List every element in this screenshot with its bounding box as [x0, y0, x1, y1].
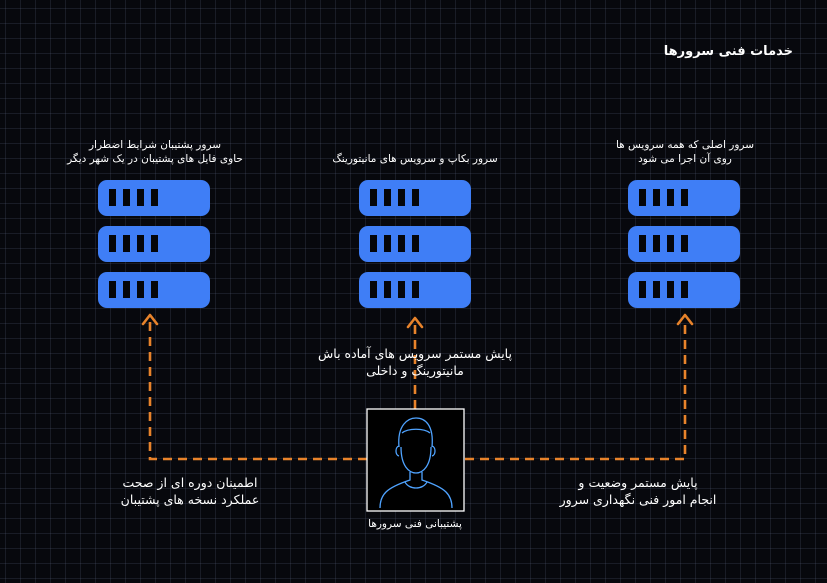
caption-line: سرور بکاپ و سرویس های مانیتورینگ: [332, 153, 498, 165]
arrow-up-icon: [676, 313, 694, 326]
label-line: پایش مستمر وضعیت و: [578, 475, 698, 490]
server-rack-icon: [628, 180, 740, 308]
connector-lines: [148, 322, 687, 461]
caption-server-monitoring: سرور بکاپ و سرویس های مانیتورینگ: [332, 152, 497, 166]
label-line: عملکرد نسخه های پشتیبان: [120, 492, 260, 507]
label-monitoring-services: پایش مستمر سرویس های آماده باش مانیتورین…: [318, 345, 512, 379]
label-line: مانیتورینگ و داخلی: [366, 363, 464, 378]
page-title: خدمات فنی سرورها: [663, 44, 793, 59]
server-rack-icon: [359, 180, 471, 308]
server-rack-icon: [98, 180, 210, 308]
label-line: اطمینان دوره ای از صحت: [122, 475, 258, 490]
caption-server-main: سرور اصلی که همه سرویس ها روی آن اجرا می…: [616, 138, 754, 166]
user-avatar-icon: [379, 417, 453, 509]
arrow-up-icon: [406, 316, 424, 329]
caption-line: سرور پشتیبان شرایط اضطرار: [88, 139, 222, 151]
connector-right: [465, 322, 687, 461]
label-server-maintenance: پایش مستمر وضعیت و انجام امور فنی نگهدار…: [560, 474, 717, 508]
caption-line: سرور اصلی که همه سرویس ها: [615, 139, 755, 151]
label-backup-verification: اطمینان دوره ای از صحت عملکرد نسخه های پ…: [121, 474, 260, 508]
label-line: انجام امور فنی نگهداری سرور: [559, 492, 717, 507]
caption-line: روی آن اجرا می شود: [638, 153, 732, 165]
caption-line: حاوی فایل های پشتیبان در یک شهر دیگر: [67, 153, 243, 165]
operator-label: پشتیبانی فنی سرورها: [368, 518, 462, 530]
label-line: پایش مستمر سرویس های آماده باش: [318, 346, 512, 361]
caption-server-backup-dr: سرور پشتیبان شرایط اضطرار حاوی فایل های …: [67, 138, 243, 166]
arrow-up-icon: [141, 313, 159, 326]
operator-card: [366, 408, 465, 512]
connector-left: [148, 322, 368, 461]
